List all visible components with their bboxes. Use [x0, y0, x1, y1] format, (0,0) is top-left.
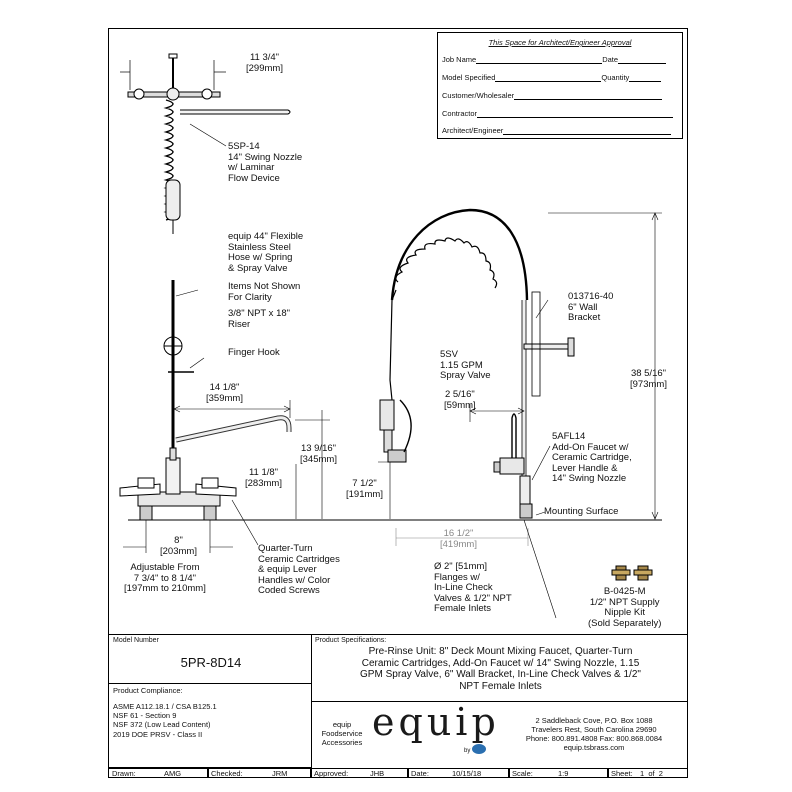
footer-divider — [607, 768, 609, 778]
approval-title: This Space for Architect/Engineer Approv… — [488, 38, 632, 47]
footer-divider — [407, 768, 409, 778]
dim-38: 38 5/16"[973mm] — [630, 368, 667, 390]
model-specified-label: Model Specified — [442, 73, 496, 82]
nozzle-label: 5SP-14 14" Swing Nozzle w/ Laminar Flow … — [228, 141, 303, 184]
drawn-label: Drawn: — [112, 769, 136, 778]
job-name-label: Job Name — [442, 55, 477, 64]
compliance-cell: Product Compliance: ASME A112.18.1 / CSA… — [108, 683, 312, 768]
model-number-cell: Model Number 5PR-8D14 — [108, 634, 312, 684]
spray-valve-label: 5SV 1.15 GPM Spray Valve — [440, 349, 491, 381]
flanges-label: Ø 2" [51mm] Flanges w/ In-Line Check Val… — [434, 561, 512, 614]
cartridges-label: Quarter-Turn Ceramic Cartridges & equip … — [258, 543, 340, 596]
model-number-label: Model Number — [113, 637, 159, 644]
approved-value: JHB — [370, 769, 385, 778]
quantity-label: Quantity — [601, 73, 630, 82]
footer-row — [108, 768, 688, 778]
model-specified-row: Model Specified Quantity — [442, 73, 662, 82]
date-label: Date: — [411, 769, 429, 778]
contractor-label: Contractor — [442, 109, 478, 118]
date-label: Date — [602, 55, 619, 64]
equip-logo: equip — [372, 700, 500, 744]
dim-2-5-16: 2 5/16"[59mm] — [444, 389, 476, 411]
contractor-row: Contractor — [442, 109, 674, 118]
spec-label: Product Specifications: — [315, 637, 387, 644]
riser-label: 3/8" NPT x 18" Riser — [228, 308, 291, 330]
dim-16: 16 1/2"[419mm] — [440, 528, 477, 550]
dim-14: 14 1/8"[359mm] — [206, 382, 243, 404]
scale-label: Scale: — [512, 769, 533, 778]
compliance-line: 2019 DOE PRSV - Class II — [113, 730, 203, 739]
ts-brass-logo-icon — [472, 744, 486, 754]
side-view-spring-icon — [389, 208, 529, 401]
approval-box: This Space for Architect/Engineer Approv… — [437, 32, 683, 139]
sheet-value: 1 of 2 — [640, 769, 663, 778]
finger-hook-label: Finger Hook — [228, 347, 280, 358]
customer-row: Customer/Wholesaler — [442, 91, 663, 100]
dim-8: 8"[203mm] — [160, 535, 197, 557]
hose-label: equip 44" Flexible Stainless Steel Hose … — [228, 231, 304, 274]
address: 2 Saddleback Cove, P.O. Box 1088 Travele… — [525, 716, 663, 752]
compliance-line: NSF 61 - Section 9 — [113, 711, 177, 720]
nipple-kit-label: B-0425-M 1/2" NPT Supply Nipple Kit (Sol… — [588, 586, 662, 629]
dim-7: 7 1/2"[191mm] — [346, 478, 383, 500]
compliance-line: NSF 372 (Low Lead Content) — [113, 720, 211, 729]
footer-divider — [207, 768, 209, 778]
brand-sub: equip Foodservice Accessories — [321, 720, 363, 747]
dim-11: 11 1/8"[283mm] — [245, 467, 282, 489]
nipple-kit-icon — [611, 565, 653, 581]
approved-label: Approved: — [314, 769, 349, 778]
sheet-label: Sheet: — [611, 769, 633, 778]
scale-value: 1:9 — [558, 769, 569, 778]
mounting-surface-label: Mounting Surface — [544, 506, 619, 517]
spec-text: Pre-Rinse Unit: 8" Deck Mount Mixing Fau… — [360, 646, 641, 692]
model-number: 5PR-8D14 — [180, 655, 242, 670]
compliance-label: Product Compliance: — [113, 686, 183, 695]
job-name-row: Job Name Date — [442, 55, 667, 64]
adjustable-label: Adjustable From 7 3/4" to 8 1/4" [197mm … — [124, 562, 206, 594]
wall-bracket-label: 013716-40 6" Wall Bracket — [568, 291, 614, 323]
items-not-shown-label: Items Not Shown For Clarity — [228, 281, 301, 303]
date-value: 10/15/18 — [452, 769, 482, 778]
spec-cell: Product Specifications: Pre-Rinse Unit: … — [311, 634, 688, 702]
dim-width-top: 11 3/4"[299mm] — [246, 52, 283, 74]
logo-by: by — [464, 748, 471, 754]
customer-label: Customer/Wholesaler — [442, 91, 515, 100]
footer-divider — [508, 768, 510, 778]
drawn-value: AMG — [164, 769, 182, 778]
add-on-faucet-label: 5AFL14 Add-On Faucet w/ Ceramic Cartridg… — [552, 431, 632, 484]
checked-label: Checked: — [211, 769, 243, 778]
architect-row: Architect/Engineer — [442, 126, 672, 135]
footer-divider — [310, 768, 312, 778]
architect-label: Architect/Engineer — [442, 126, 504, 135]
checked-value: JRM — [272, 769, 288, 778]
dim-13: 13 9/16"[345mm] — [300, 443, 337, 465]
compliance-line: ASME A112.18.1 / CSA B125.1 — [113, 702, 217, 711]
